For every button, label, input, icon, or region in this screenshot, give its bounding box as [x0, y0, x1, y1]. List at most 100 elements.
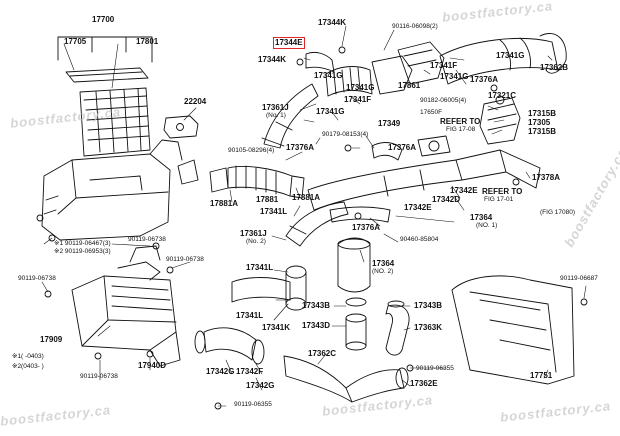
- part-label-17801[interactable]: 17801: [136, 37, 159, 46]
- part-label-17349[interactable]: 17349: [378, 119, 401, 128]
- elbow-17363k: [385, 300, 410, 356]
- part-label-17940d[interactable]: 17940D: [138, 361, 167, 370]
- part-label-17362c[interactable]: 17362C: [308, 349, 337, 358]
- part-label-17364-no1-number: (NO. 1): [476, 222, 498, 229]
- part-label-90460[interactable]: 90460-85804: [400, 236, 439, 243]
- part-label-17376a-d[interactable]: 17376A: [352, 223, 381, 232]
- part-label-17343d[interactable]: 17343D: [302, 321, 331, 330]
- valve-17650f: [417, 135, 451, 157]
- part-label-17909[interactable]: 17909: [40, 335, 63, 344]
- part-label-17376a-c[interactable]: 17376A: [388, 143, 417, 152]
- part-label-17344k-left[interactable]: 17344K: [258, 55, 287, 64]
- refer-to-label-2: REFER TO: [482, 187, 523, 196]
- part-label-17341l-b[interactable]: 17341L: [246, 263, 274, 272]
- part-label-90119-06738-c[interactable]: 90119-06738: [18, 275, 56, 282]
- hose-17341l-group: [231, 265, 307, 311]
- part-label-90119-06953[interactable]: ※2 90119-06953(3): [54, 248, 111, 255]
- part-label-90119-06355-b[interactable]: 90119-06355: [234, 401, 272, 408]
- part-label-17378a[interactable]: 17378A: [532, 173, 561, 182]
- part-label-17343b-b[interactable]: 17343B: [414, 301, 443, 310]
- part-label-90119-06687[interactable]: 90119-06687: [560, 275, 598, 282]
- pipe-17362b: [439, 33, 567, 85]
- part-label-17342g-b[interactable]: 17342G: [246, 381, 275, 390]
- part-label-17364-no1[interactable]: 17364: [470, 213, 493, 222]
- part-label-17341g-b[interactable]: 17341G: [316, 107, 345, 116]
- part-label-17344e-highlighted[interactable]: 17344E: [273, 37, 305, 49]
- pipe-17361j-no1: [261, 83, 319, 149]
- assembly-bracket-17700: [57, 36, 153, 63]
- part-label-90105[interactable]: 90105-08296(4): [228, 147, 275, 154]
- part-label-17364-no2-number: (NO. 2): [372, 268, 394, 275]
- throttle-body: [397, 41, 445, 85]
- part-label-17650f[interactable]: 17650F: [420, 109, 443, 116]
- hose-17881: [209, 165, 305, 199]
- part-label-17342e-a[interactable]: 17342E: [450, 186, 478, 195]
- part-label-17341k[interactable]: 17341K: [262, 323, 291, 332]
- fig-17-01-link[interactable]: FIG 17-01: [484, 196, 514, 203]
- fig-17080-link[interactable]: (FIG 17080): [540, 209, 576, 216]
- part-label-17341g-d[interactable]: 17341G: [440, 72, 469, 81]
- part-label-90119-06355-a[interactable]: 90119-06355: [416, 365, 454, 372]
- part-label-17751[interactable]: 17751: [530, 371, 553, 380]
- part-label-17376a-b[interactable]: 17376A: [286, 143, 315, 152]
- sensor-22204: [163, 115, 199, 139]
- part-label-17361j-no1[interactable]: 17361J: [262, 103, 289, 112]
- part-label-90119-06738-a[interactable]: 90119-06738: [128, 236, 166, 243]
- part-label-90116[interactable]: 90116-06098(2): [392, 23, 438, 30]
- part-label-17705[interactable]: 17705: [64, 37, 87, 46]
- part-label-90119-06738-b[interactable]: 90119-06738: [166, 256, 204, 263]
- air-cleaner-lid-17705: [65, 67, 149, 83]
- part-label-17341l-c[interactable]: 17341L: [236, 311, 264, 320]
- duct-17751: [451, 275, 575, 385]
- part-label-17344k-top[interactable]: 17344K: [318, 18, 347, 27]
- fig-17-08-link[interactable]: FIG 17-08: [446, 126, 476, 133]
- part-label-17361j-no2[interactable]: 17361J: [240, 229, 267, 238]
- part-label-17342e-b[interactable]: 17342E: [404, 203, 432, 212]
- leader-lines: [41, 25, 587, 407]
- hose-17342f: [194, 327, 265, 365]
- part-label-17315b-b[interactable]: 17315B: [528, 127, 557, 136]
- refer-to-label-1: REFER TO: [440, 117, 481, 126]
- part-label-17881a-b[interactable]: 17881A: [292, 193, 321, 202]
- part-label-17315b-a[interactable]: 17315B: [528, 109, 557, 118]
- part-label-17364-no2[interactable]: 17364: [372, 259, 395, 268]
- part-label-17881a-a[interactable]: 17881A: [210, 199, 239, 208]
- part-label-17700[interactable]: 17700: [92, 15, 115, 24]
- part-label-22204[interactable]: 22204: [184, 97, 207, 106]
- part-label-17341g-c[interactable]: 17341G: [346, 83, 375, 92]
- part-label-17362b[interactable]: 17362B: [540, 63, 569, 72]
- part-label-17305[interactable]: 17305: [528, 118, 551, 127]
- tube-17364-no1: [329, 206, 391, 223]
- pipe-17342-main: [307, 149, 541, 211]
- part-label-90182[interactable]: 90182-06005(4): [420, 97, 467, 104]
- part-label-90119-06738-d[interactable]: 90119-06738: [80, 373, 118, 380]
- part-label-17342f[interactable]: 17342F: [236, 367, 264, 376]
- part-label-17376a-a[interactable]: 17376A: [470, 75, 499, 84]
- part-label-17321c[interactable]: 17321C: [488, 91, 517, 100]
- pipe-17361j-no2: [285, 201, 349, 247]
- footnote-2: ※2(0403- ): [12, 363, 44, 370]
- air-cleaner-case: [41, 139, 199, 241]
- intake-hose-upper: [325, 55, 413, 97]
- air-cleaner-housing-17801: [79, 87, 151, 157]
- part-label-90119-06467[interactable]: ※1 90119-06467(3): [54, 240, 111, 247]
- footnote-1: ※1( -0403): [12, 353, 44, 360]
- part-label-17362e[interactable]: 17362E: [410, 379, 438, 388]
- part-label-90179[interactable]: 90179-08153(4): [322, 131, 369, 138]
- part-label-17341g-a[interactable]: 17341G: [314, 71, 343, 80]
- part-label-17341g-e[interactable]: 17341G: [496, 51, 525, 60]
- part-label-17343b-a[interactable]: 17343B: [302, 301, 331, 310]
- part-label-17341f-b[interactable]: 17341F: [430, 61, 458, 70]
- part-label-17361j-no2-number: (No. 2): [246, 238, 266, 245]
- part-label-17861[interactable]: 17861: [398, 81, 421, 90]
- part-label-17342g[interactable]: 17342G: [206, 367, 235, 376]
- part-label-17363k[interactable]: 17363K: [414, 323, 443, 332]
- part-label-17881[interactable]: 17881: [256, 195, 279, 204]
- part-label-17341l-a[interactable]: 17341L: [260, 207, 288, 216]
- part-label-17342d[interactable]: 17342D: [432, 195, 461, 204]
- tube-17364-no2: [337, 237, 371, 293]
- pipe-17362c: [283, 355, 409, 403]
- part-label-17341f-a[interactable]: 17341F: [344, 95, 372, 104]
